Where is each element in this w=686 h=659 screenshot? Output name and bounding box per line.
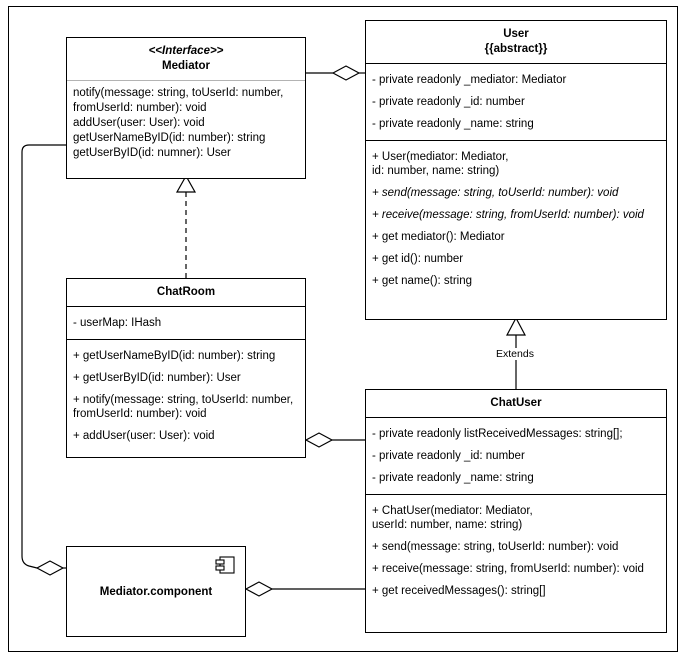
- operation-row: + receive(message: string, fromUserId: n…: [372, 209, 644, 221]
- operation-row: + addUser(user: User): void: [73, 430, 215, 442]
- class-name-chatuser: ChatUser: [490, 397, 542, 409]
- class-attributes-user: - private readonly _mediator: Mediator -…: [366, 63, 666, 140]
- class-box-user[interactable]: User {{abstract}} - private readonly _me…: [365, 20, 667, 320]
- component-icon: [215, 556, 235, 574]
- class-name-user: User: [503, 28, 529, 40]
- attribute-row: - private readonly _name: string: [372, 118, 534, 130]
- class-name-chatroom: ChatRoom: [156, 286, 216, 298]
- attribute-row: - private readonly _name: string: [372, 472, 534, 484]
- edge-chatroom-chatuser: [304, 432, 365, 448]
- class-title-user: User {{abstract}}: [366, 21, 666, 63]
- edge-chatroom-mediator: [175, 174, 197, 278]
- operation-row: + getUserNameByID(id: number): string: [73, 350, 276, 362]
- class-box-mediator[interactable]: <<Interface>> Mediator notify(message: s…: [66, 37, 306, 179]
- operation-row: notify(message: string, toUserId: number…: [73, 87, 284, 114]
- operation-row: + send(message: string, toUserId: number…: [372, 541, 619, 553]
- class-title-chatroom: ChatRoom: [67, 279, 305, 306]
- class-modifier-user: {{abstract}}: [484, 43, 548, 55]
- attribute-row: - private readonly _id: number: [372, 96, 525, 108]
- operation-row: + get name(): string: [372, 275, 473, 287]
- attribute-row: - userMap: IHash: [73, 317, 162, 329]
- edge-mediator-component: [21, 144, 66, 576]
- class-operations-mediator: notify(message: string, toUserId: number…: [67, 80, 305, 166]
- class-operations-chatuser: + ChatUser(mediator: Mediator, userId: n…: [366, 494, 666, 607]
- operation-row: + getUserByID(id: number): User: [73, 372, 241, 384]
- class-box-chatuser[interactable]: ChatUser - private readonly listReceived…: [365, 389, 667, 633]
- component-box-mediator-component[interactable]: Mediator.component: [66, 546, 246, 637]
- operation-row: + get receivedMessages(): string[]: [372, 585, 546, 597]
- operation-row: + notify(message: string, toUserId: numb…: [73, 394, 294, 420]
- operation-row: + receive(message: string, fromUserId: n…: [372, 563, 644, 575]
- edge-mediator-user: [306, 65, 365, 81]
- class-operations-chatroom: + getUserNameByID(id: number): string + …: [67, 339, 305, 452]
- operation-row: getUserNameByID(id: number): string: [73, 132, 266, 144]
- edge-label-extends: Extends: [494, 348, 536, 360]
- attribute-row: - private readonly _id: number: [372, 450, 525, 462]
- class-title-mediator: <<Interface>> Mediator: [67, 38, 305, 80]
- class-attributes-chatuser: - private readonly listReceivedMessages:…: [366, 417, 666, 494]
- attribute-row: - private readonly _mediator: Mediator: [372, 74, 567, 86]
- attribute-row: - private readonly listReceivedMessages:…: [372, 428, 623, 440]
- edge-component-chatuser: [244, 581, 365, 597]
- class-attributes-chatroom: - userMap: IHash: [67, 306, 305, 339]
- class-operations-user: + User(mediator: Mediator, id: number, n…: [366, 140, 666, 297]
- class-stereotype-mediator: <<Interface>>: [148, 45, 224, 57]
- class-name-mediator: Mediator: [162, 60, 210, 72]
- operation-row: getUserByID(id: numner): User: [73, 147, 231, 159]
- class-title-chatuser: ChatUser: [366, 390, 666, 417]
- operation-row: + get mediator(): Mediator: [372, 231, 505, 243]
- operation-row: + ChatUser(mediator: Mediator, userId: n…: [372, 505, 533, 531]
- component-label-mediator-component: Mediator.component: [99, 585, 213, 598]
- operation-row: + send(message: string, toUserId: number…: [372, 187, 619, 199]
- operation-row: + User(mediator: Mediator, id: number, n…: [372, 151, 509, 177]
- operation-row: + get id(): number: [372, 253, 464, 265]
- operation-row: addUser(user: User): void: [73, 117, 205, 129]
- class-box-chatroom[interactable]: ChatRoom - userMap: IHash + getUserNameB…: [66, 278, 306, 458]
